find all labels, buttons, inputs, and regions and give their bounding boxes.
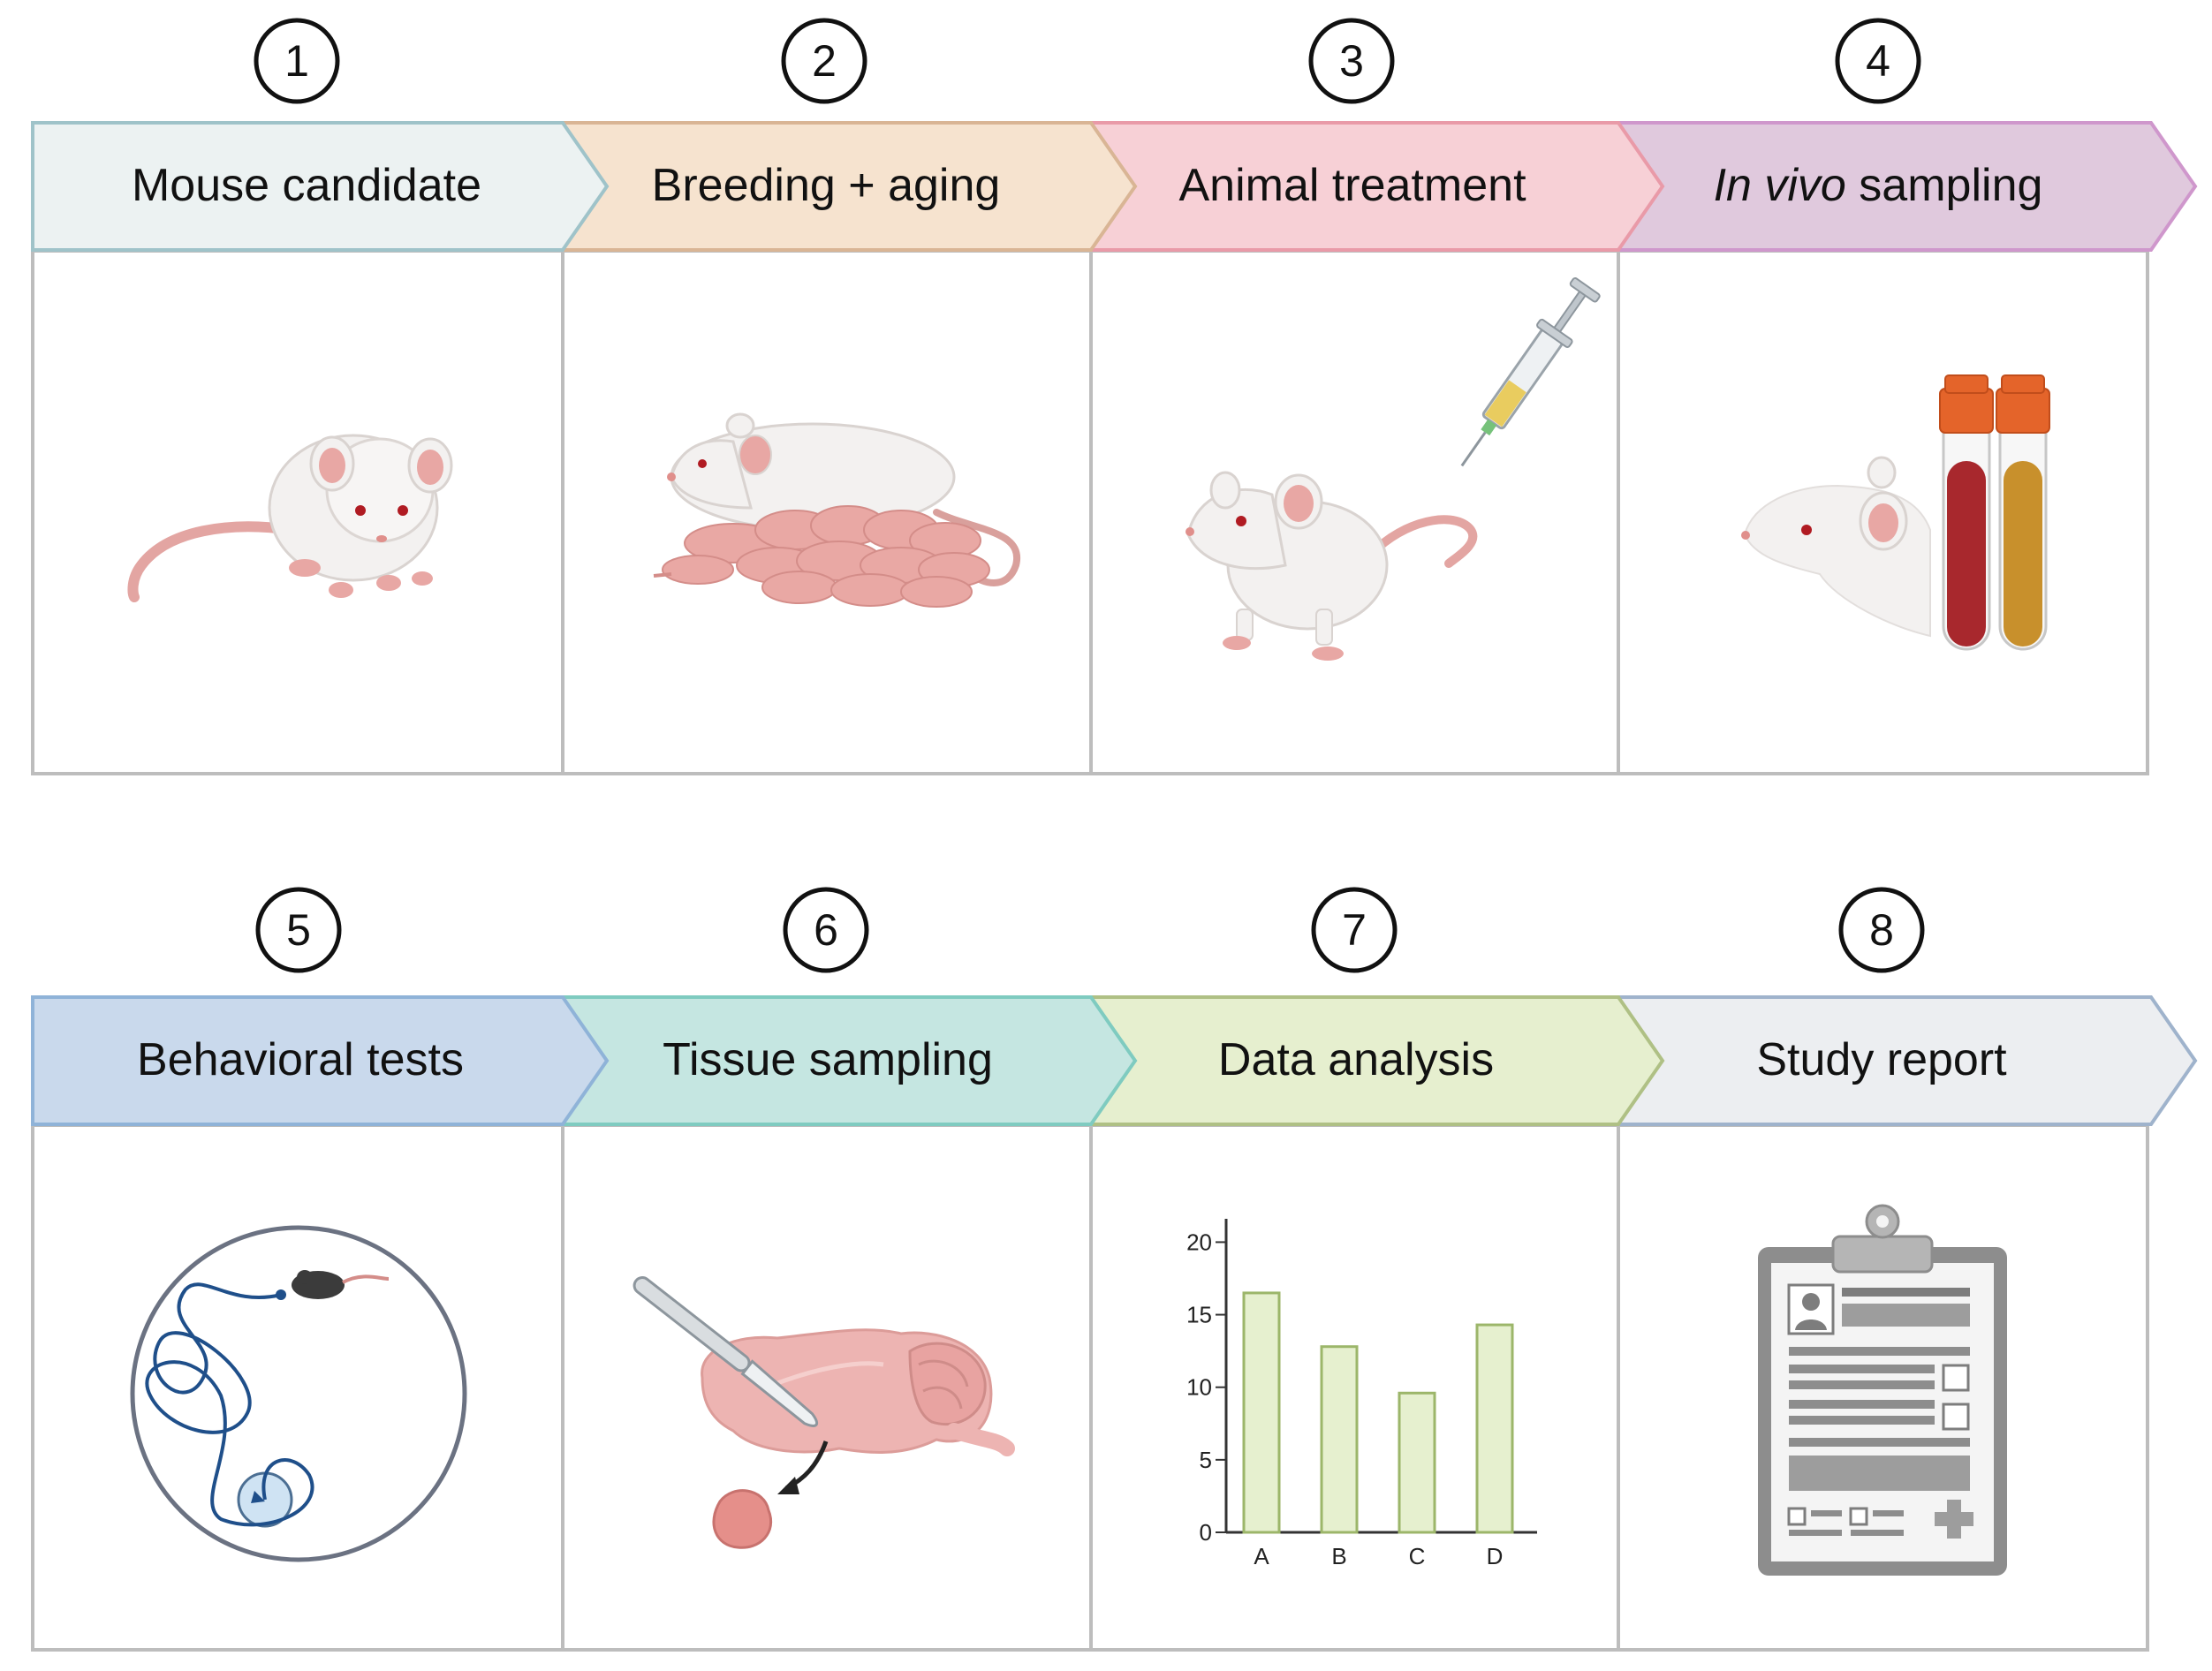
step-banner-5 (31, 995, 610, 1126)
clipboard-report-icon (1758, 1204, 2007, 1576)
svg-text:8: 8 (1869, 905, 1894, 955)
syringe-icon (1186, 277, 1601, 661)
step-label-4-italic: In vivo (1714, 160, 1846, 211)
step-label-7: Data analysis (1218, 1034, 1494, 1085)
svg-text:6: 6 (814, 905, 838, 955)
svg-text:7: 7 (1342, 905, 1367, 955)
bar (1398, 1391, 1436, 1534)
y-tick-label: 5 (1200, 1447, 1212, 1473)
maze-track-icon (130, 1225, 467, 1562)
scalpel-brain-icon (633, 1276, 1015, 1549)
mouse-litter-icon (653, 412, 1021, 608)
bar-chart: 0 5 10 15 20A B C D (1186, 1219, 1537, 1569)
step-number-7: 7 (1311, 887, 1398, 973)
x-tick-label: C (1409, 1543, 1426, 1569)
step-number-8: 8 (1838, 887, 1925, 973)
panel-3 (1089, 249, 1620, 775)
step-label-6: Tissue sampling (663, 1034, 993, 1085)
bar (1320, 1345, 1359, 1534)
step-label-4: In vivo sampling (1714, 160, 2043, 211)
blood-tubes-icon (1741, 374, 2050, 651)
y-tick-label: 10 (1186, 1374, 1212, 1401)
x-tick-label: D (1487, 1543, 1504, 1569)
step-label-4-rest: sampling (1846, 160, 2043, 211)
y-tick-label: 15 (1186, 1302, 1212, 1328)
step-label-3: Animal treatment (1178, 160, 1526, 211)
bar (1475, 1323, 1514, 1534)
svg-text:4: 4 (1866, 36, 1890, 86)
x-tick-label: A (1254, 1543, 1269, 1569)
step-number-3: 3 (1308, 18, 1395, 104)
step-number-1: 1 (254, 18, 340, 104)
x-tick-label: B (1331, 1543, 1346, 1569)
step-number-2: 2 (781, 18, 867, 104)
svg-text:3: 3 (1339, 36, 1364, 86)
step-label-8: Study report (1756, 1034, 2007, 1085)
bar-chart-icon: 0 5 10 15 20A B C D (1186, 1219, 1537, 1569)
step-label-2: Breeding + aging (652, 160, 1001, 211)
step-number-5: 5 (255, 887, 342, 973)
bar (1242, 1291, 1281, 1534)
mouse-icon (127, 434, 453, 602)
step-banner-1 (31, 121, 610, 252)
svg-text:1: 1 (284, 36, 309, 86)
y-tick-label: 0 (1200, 1519, 1212, 1546)
svg-text:2: 2 (812, 36, 837, 86)
step-number-4: 4 (1835, 18, 1921, 104)
step-label-5: Behavioral tests (137, 1034, 464, 1085)
svg-text:5: 5 (286, 905, 311, 955)
y-tick-label: 20 (1186, 1229, 1212, 1255)
step-number-6: 6 (783, 887, 869, 973)
step-label-1: Mouse candidate (132, 160, 481, 211)
